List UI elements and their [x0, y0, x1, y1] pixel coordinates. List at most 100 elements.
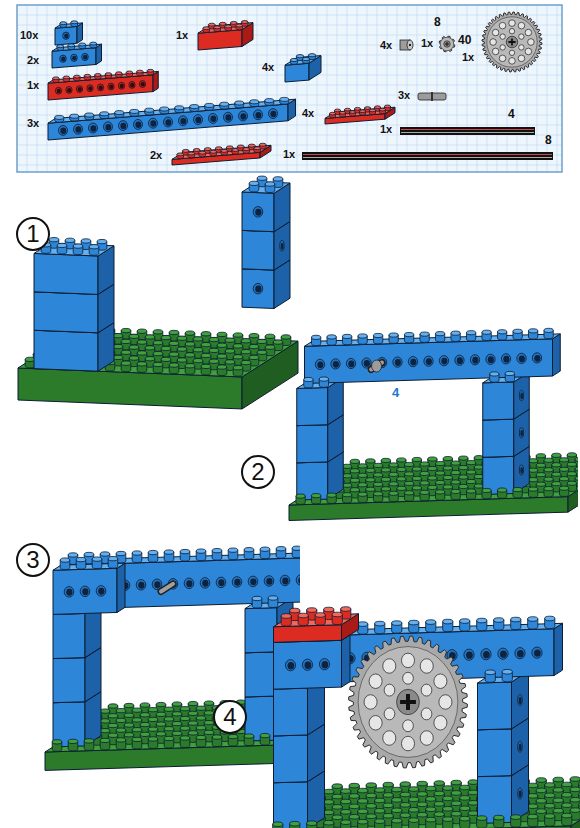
stud: [536, 454, 545, 458]
stud: [342, 474, 351, 478]
stud: [383, 782, 393, 787]
brick-face: [554, 623, 563, 675]
stud: [259, 143, 266, 146]
beam-hole: [457, 357, 463, 364]
beam-hole: [129, 81, 135, 88]
stud: [552, 472, 561, 476]
stud: [327, 335, 336, 339]
beam-hole: [76, 86, 82, 93]
stud: [513, 487, 522, 491]
stud: [381, 487, 390, 491]
stud: [380, 108, 386, 111]
part-quantity: 1x: [283, 149, 295, 160]
part-quantity: 1x: [421, 38, 433, 49]
step-number: 1: [26, 222, 39, 246]
stud: [451, 331, 460, 335]
stud: [482, 488, 491, 492]
beam-hole: [319, 659, 329, 670]
stud: [417, 802, 427, 807]
gear: [487, 17, 537, 67]
beam-hole: [61, 57, 65, 62]
stud: [466, 331, 475, 335]
grid-line: [307, 5, 308, 172]
stud: [428, 466, 437, 470]
stud: [392, 787, 402, 792]
stud: [84, 74, 90, 77]
part-quantity: 3x: [27, 118, 39, 129]
stud: [249, 344, 259, 348]
stud: [350, 111, 356, 114]
stud: [230, 21, 237, 24]
stud: [121, 350, 131, 354]
beam-hole: [517, 353, 526, 363]
stud: [81, 239, 91, 243]
stud: [404, 332, 413, 336]
beam-hole: [136, 580, 146, 591]
gear-hole: [525, 29, 532, 36]
stud: [265, 182, 275, 186]
brick-face: [245, 608, 277, 653]
stud: [74, 75, 80, 78]
beam-hole: [348, 361, 354, 368]
beam-hole: [455, 355, 464, 365]
beam-hole: [408, 357, 417, 367]
stud: [428, 485, 437, 489]
gear-hub: [444, 41, 450, 47]
stud: [140, 722, 150, 726]
stud: [57, 45, 64, 48]
stud: [188, 711, 198, 715]
stud: [528, 804, 538, 809]
stud: [545, 814, 555, 819]
stud: [116, 72, 122, 75]
beam-hole: [149, 118, 158, 128]
stud: [335, 109, 341, 112]
gear-hole: [519, 34, 524, 39]
beam-hole: [209, 113, 218, 123]
stud: [392, 818, 402, 823]
stud: [502, 669, 512, 674]
stud: [381, 477, 390, 481]
gear-hole: [500, 34, 505, 39]
stud: [257, 339, 267, 343]
stud: [257, 176, 267, 180]
part-quantity: 2x: [150, 150, 162, 161]
axle: [400, 127, 535, 135]
stud: [459, 465, 468, 469]
stud: [409, 620, 419, 625]
beam-hole: [315, 359, 324, 369]
stud: [466, 489, 475, 493]
brick-face: [34, 330, 98, 371]
stud: [400, 813, 410, 818]
beam-hole: [248, 576, 258, 587]
stud: [397, 467, 406, 471]
stud: [63, 76, 69, 79]
stud: [385, 105, 391, 108]
gear-hole: [383, 659, 396, 674]
stud: [116, 551, 126, 555]
stud: [164, 550, 174, 554]
stud: [130, 109, 139, 113]
beam-hole: [66, 86, 72, 93]
stud: [116, 738, 126, 742]
stud: [552, 453, 561, 457]
beam-hole: [239, 111, 248, 121]
stud: [342, 334, 351, 338]
stud: [536, 473, 545, 477]
stud: [249, 181, 259, 185]
stud: [233, 344, 243, 348]
grid-line: [317, 5, 318, 172]
stud: [468, 780, 478, 785]
stud: [570, 777, 580, 782]
stud: [370, 109, 376, 112]
gear-hole: [420, 731, 433, 746]
stud: [373, 492, 382, 496]
stud: [443, 619, 453, 624]
stud: [148, 717, 158, 721]
stud: [420, 332, 429, 336]
stud: [443, 485, 452, 489]
stud: [412, 476, 421, 480]
stud: [113, 355, 123, 359]
beam-hole: [119, 121, 128, 131]
stud: [116, 708, 126, 712]
